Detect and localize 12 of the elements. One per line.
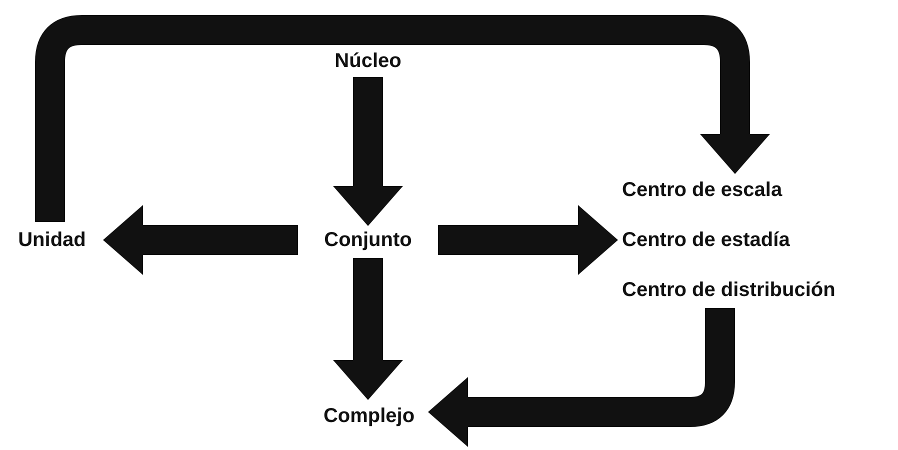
block-arrow [333,258,403,400]
concept-label: Núcleo [334,49,402,74]
concept-label: Unidad [18,228,86,253]
block-arrow [103,205,298,275]
concept-label: Conjunto [324,228,412,253]
concept-label: Centro de estadía [622,228,790,253]
block-arrow [333,77,403,226]
block-arrow [438,205,618,275]
concept-label: Centro de escala [622,178,782,203]
concept-label: Centro de distribución [622,278,836,303]
block-arrow [35,15,770,222]
concept-label: Complejo [323,404,415,429]
